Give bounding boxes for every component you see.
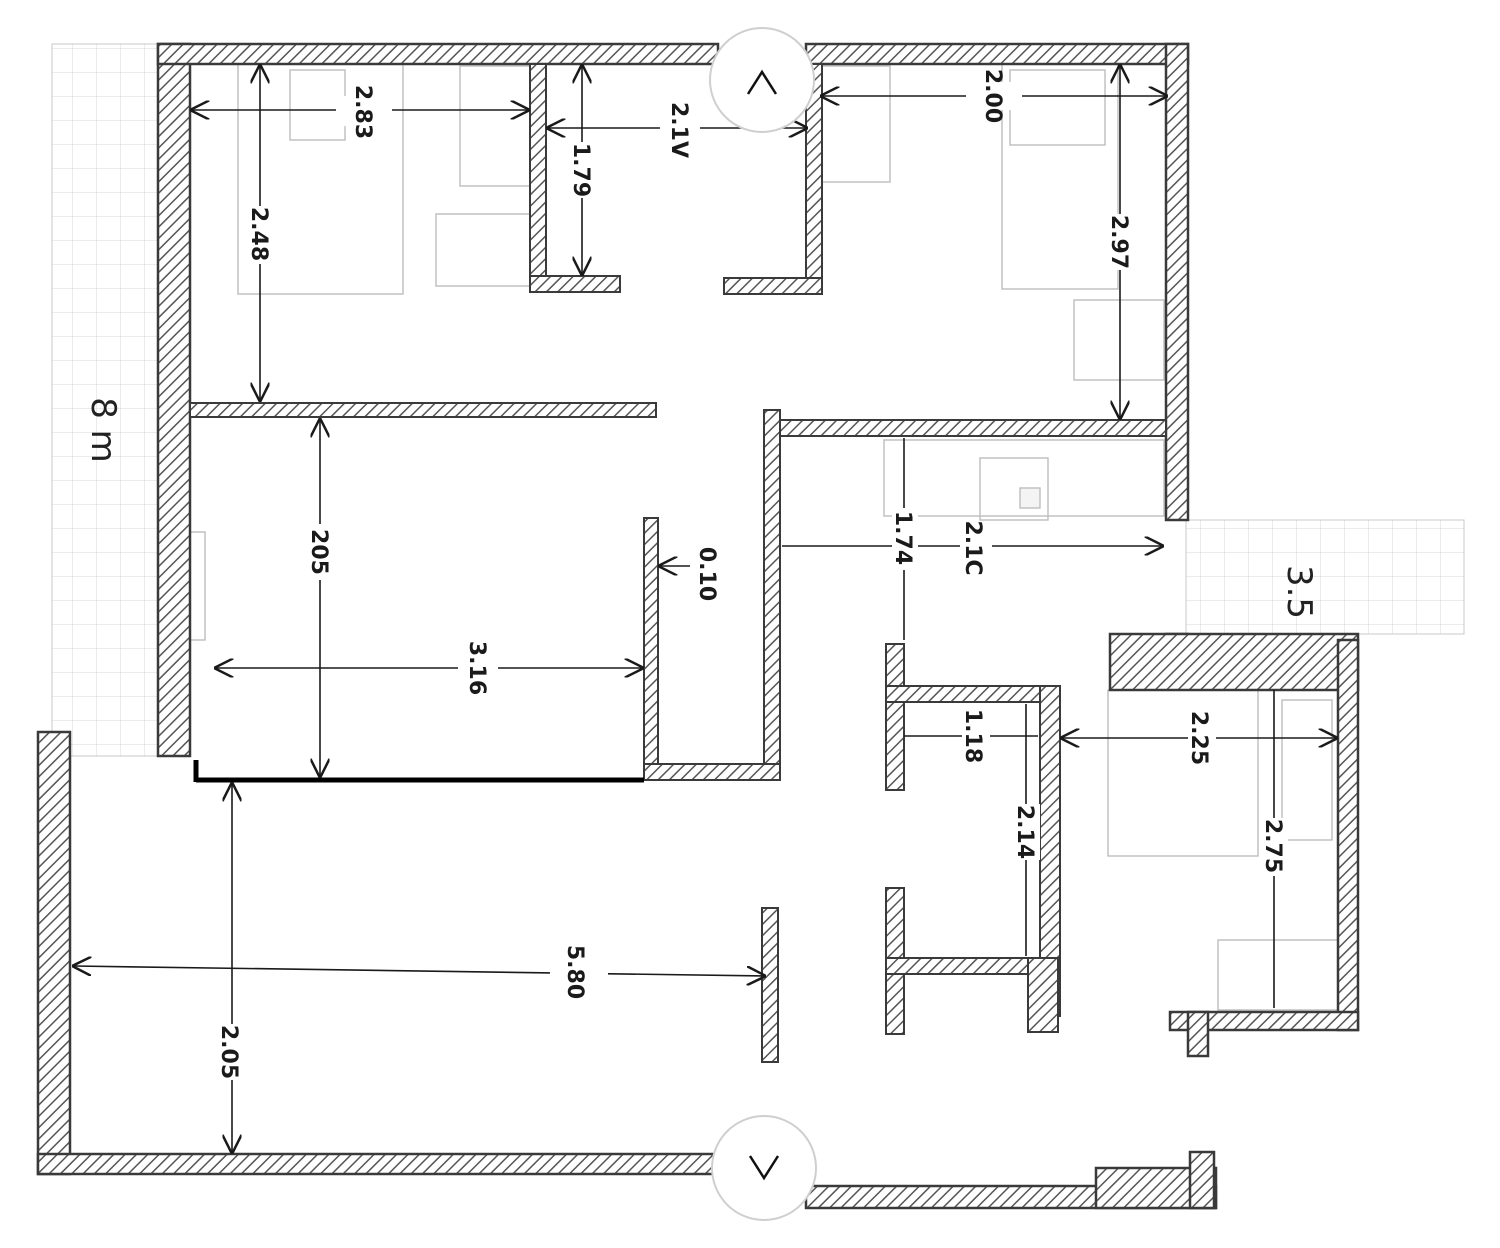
dim-label: 0.10: [694, 547, 719, 601]
dim-label: 2.00: [980, 69, 1005, 123]
dim-label: 2.25: [1186, 711, 1211, 765]
terrace-right: [1185, 519, 1465, 635]
outer-walls: [36, 42, 1360, 1210]
dimension-labels: 2.83 2.1V 2.00 1.79 2.48 2.97 205 3.16 0…: [216, 69, 1288, 1080]
dim-label: 2.75: [1260, 819, 1285, 873]
south-arrow-icon: [711, 1115, 817, 1221]
dim-label: 2.1C: [960, 520, 985, 575]
terrace-left-label: 8 m: [83, 397, 123, 463]
dim-label: 205: [306, 529, 331, 575]
dim-label: 2.83: [350, 85, 375, 139]
dim-label: 2.48: [246, 207, 271, 261]
north-arrow-icon: [709, 27, 815, 133]
terrace-left: [51, 43, 159, 757]
dim-label: 5.80: [562, 945, 587, 999]
terrace-right-label: 3.5: [1279, 565, 1319, 619]
dim-label: 1.79: [568, 143, 593, 197]
dim-label: 1.18: [960, 709, 985, 763]
dim-label: 2.1V: [666, 102, 691, 158]
dim-label: 2.05: [216, 1025, 241, 1079]
interior-walls: [189, 63, 1167, 1063]
dim-label: 2.97: [1106, 215, 1131, 269]
dim-label: 1.74: [890, 511, 915, 565]
dim-label: 3.16: [464, 641, 489, 695]
dim-label: 2.14: [1012, 805, 1037, 859]
